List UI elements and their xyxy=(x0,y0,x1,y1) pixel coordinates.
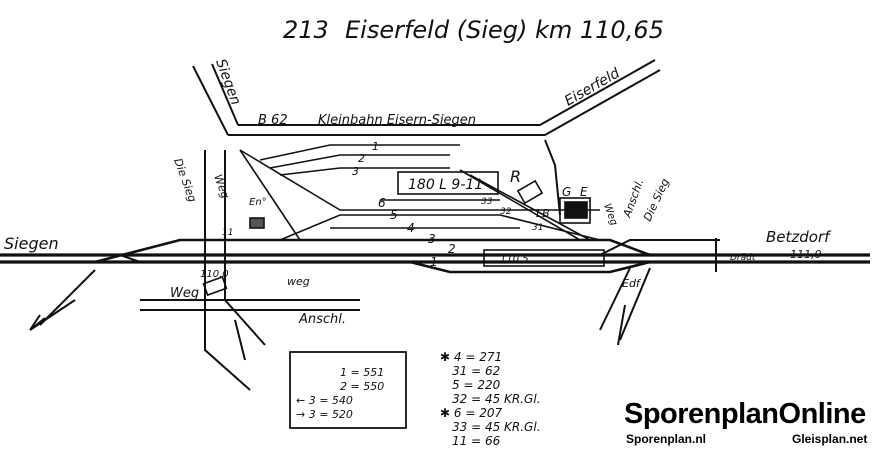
track-6: 6 xyxy=(378,196,386,210)
track-2-main: 2 xyxy=(448,242,456,256)
plan-number: 213 xyxy=(283,16,329,44)
arrows xyxy=(29,238,717,361)
buildings xyxy=(202,171,605,297)
label-km-110-0: 110,0 xyxy=(200,269,229,280)
yard-tracks xyxy=(239,144,601,241)
legend-other: ✱ 4 = 271 31 = 62 5 = 220 32 = 45 KR.Gl.… xyxy=(440,350,541,448)
legend-lengths: 1 = 551 2 = 550 ← 3 = 540 → 3 = 520 xyxy=(296,366,384,421)
track-32: 32 xyxy=(500,207,512,217)
roads xyxy=(39,59,661,391)
label-edf: Edf xyxy=(622,277,642,290)
label-dradt: Drädt xyxy=(730,253,756,263)
label-km-110-5: 110,5 xyxy=(500,254,529,265)
track-2-top: 2 xyxy=(358,152,365,165)
betzdorf-km: 111,0 xyxy=(790,248,822,261)
track-1-main: 1 xyxy=(430,255,438,269)
label-e: E xyxy=(580,185,588,199)
direction-siegen-left: Siegen xyxy=(4,234,59,253)
legend-line: 2 = 550 xyxy=(340,380,384,393)
label-180: 180 L 9-11 xyxy=(408,177,483,193)
legend-line: 5 = 220 xyxy=(452,378,501,392)
legend-line: ✱ 4 = 271 xyxy=(440,350,502,364)
label-lb: LB xyxy=(536,207,550,220)
watermark-right: Gleisplan.net xyxy=(792,432,868,446)
track-11: 11 xyxy=(222,228,233,238)
label-g: G xyxy=(562,185,571,199)
direction-siegen-top: Siegen xyxy=(212,57,243,107)
legend-line: 31 = 62 xyxy=(452,364,500,378)
labels: Siegen Siegen Eiserfeld Betzdorf 111,0 B… xyxy=(4,57,832,327)
track-31: 31 xyxy=(532,223,543,233)
legend-line: 32 = 45 KR.Gl. xyxy=(452,392,541,406)
label-en: En° xyxy=(249,197,267,208)
label-r: R xyxy=(510,167,521,186)
label-weg-lower-left: Weg xyxy=(170,286,199,301)
legend-line: 11 = 66 xyxy=(452,434,501,448)
label-b62: B 62 xyxy=(258,113,288,128)
direction-betzdorf: Betzdorf xyxy=(766,228,832,246)
station-title: Eiserfeld (Sieg) km 110,65 xyxy=(345,16,664,44)
track-1-top: 1 xyxy=(372,140,379,153)
label-weg-vertical: Weg xyxy=(211,173,232,201)
legend-line: ← 3 = 540 xyxy=(296,394,353,407)
track-5: 5 xyxy=(390,208,398,222)
legend-line: 33 = 45 KR.Gl. xyxy=(452,420,541,434)
track-4: 4 xyxy=(407,221,415,235)
label-weg-lower: weg xyxy=(287,275,310,288)
watermark-left: Sporenplan.nl xyxy=(626,432,707,446)
label-kleinbahn: Kleinbahn Eisern-Siegen xyxy=(318,113,476,128)
track-3-top: 3 xyxy=(352,165,359,178)
watermark-title: SporenplanOnline xyxy=(624,398,866,430)
main-tracks xyxy=(0,238,870,274)
legend-box xyxy=(289,351,407,429)
legend-line: 1 = 551 xyxy=(340,366,384,379)
label-anschl-bottom: Anschl. xyxy=(298,312,346,327)
direction-eiserfeld: Eiserfeld xyxy=(562,65,623,109)
label-weg-right: Weg xyxy=(601,202,619,227)
legend-line: ✱ 6 = 207 xyxy=(440,406,502,420)
track-3-main: 3 xyxy=(428,232,436,246)
track-33: 33 xyxy=(481,197,493,207)
legend-line: → 3 = 520 xyxy=(296,408,353,421)
label-die-sieg-left: Die Sieg xyxy=(171,157,199,204)
